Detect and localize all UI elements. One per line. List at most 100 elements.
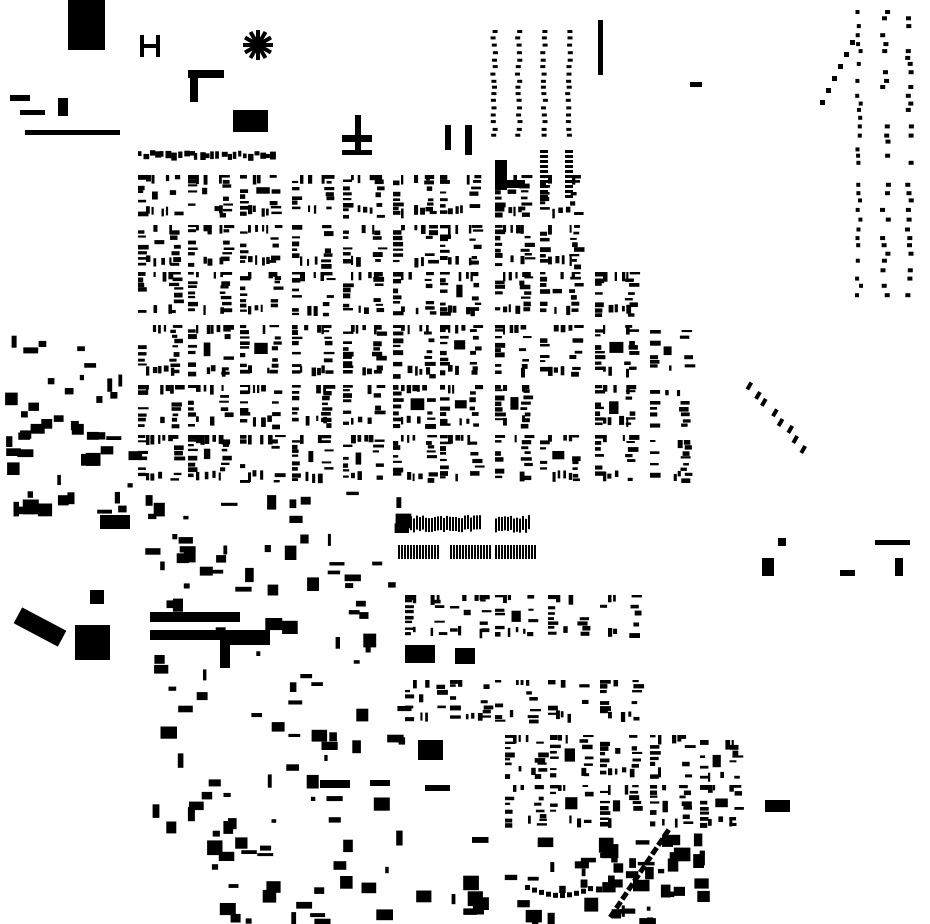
building (548, 621, 559, 625)
building (495, 206, 505, 212)
building (260, 845, 272, 851)
building (230, 913, 241, 923)
building (188, 190, 198, 193)
building (357, 471, 362, 480)
building (227, 153, 232, 160)
building (574, 283, 584, 287)
building (469, 397, 476, 403)
building (221, 281, 231, 286)
building (188, 179, 198, 184)
building (600, 806, 609, 811)
building (310, 796, 316, 801)
building (905, 93, 911, 98)
building (374, 325, 377, 335)
building (425, 424, 436, 429)
building (550, 791, 556, 795)
building (608, 818, 612, 828)
building (490, 72, 496, 76)
building (567, 892, 572, 898)
building (422, 545, 424, 559)
building (650, 390, 661, 394)
building (188, 467, 198, 473)
building (584, 756, 594, 760)
building (464, 515, 466, 530)
building (324, 231, 334, 237)
building (170, 478, 180, 481)
building (520, 457, 532, 461)
building (204, 435, 210, 444)
building (595, 292, 603, 295)
building (859, 283, 863, 288)
building (375, 303, 384, 306)
building (189, 801, 204, 811)
building (684, 472, 693, 476)
building (268, 272, 273, 279)
building (252, 470, 257, 477)
building (540, 180, 548, 183)
building (540, 51, 546, 55)
building (240, 189, 249, 193)
building (566, 85, 572, 89)
building (71, 423, 84, 435)
building (160, 385, 164, 395)
building (203, 175, 208, 185)
building (571, 308, 579, 312)
building (393, 424, 401, 429)
building (509, 325, 514, 333)
building (267, 415, 272, 422)
building (343, 389, 350, 392)
building (520, 325, 527, 330)
building (150, 473, 155, 481)
building (560, 325, 566, 333)
building (461, 325, 466, 331)
building (570, 201, 576, 206)
building (138, 230, 145, 234)
building (734, 775, 740, 779)
building (548, 631, 557, 635)
building (196, 225, 199, 231)
building (188, 462, 196, 467)
building (571, 259, 577, 262)
building (313, 205, 317, 214)
building (240, 390, 250, 395)
building (343, 308, 353, 311)
building (262, 325, 266, 335)
building (595, 454, 604, 457)
building (412, 473, 415, 482)
building (377, 247, 388, 250)
building (393, 404, 402, 409)
building (908, 85, 914, 89)
building (595, 385, 603, 389)
building (248, 365, 252, 374)
building (153, 502, 165, 517)
building (416, 545, 418, 559)
building (540, 301, 548, 306)
building (537, 762, 547, 765)
building (540, 360, 546, 363)
building (540, 254, 546, 258)
building (152, 804, 160, 818)
building (568, 595, 574, 605)
building (776, 418, 785, 427)
building (540, 190, 548, 193)
building (316, 415, 319, 421)
building (155, 151, 162, 158)
building (27, 491, 33, 498)
building (138, 390, 148, 395)
building (629, 341, 635, 346)
building (684, 745, 696, 748)
building (419, 368, 423, 375)
building (326, 796, 343, 802)
building (495, 370, 502, 374)
building (513, 206, 516, 217)
building (515, 133, 521, 137)
building (427, 411, 433, 415)
building (21, 411, 28, 418)
building (254, 305, 259, 311)
building (540, 85, 546, 89)
building (151, 206, 154, 215)
building (684, 364, 696, 368)
building (567, 58, 573, 62)
building (515, 305, 521, 314)
building (271, 445, 280, 449)
